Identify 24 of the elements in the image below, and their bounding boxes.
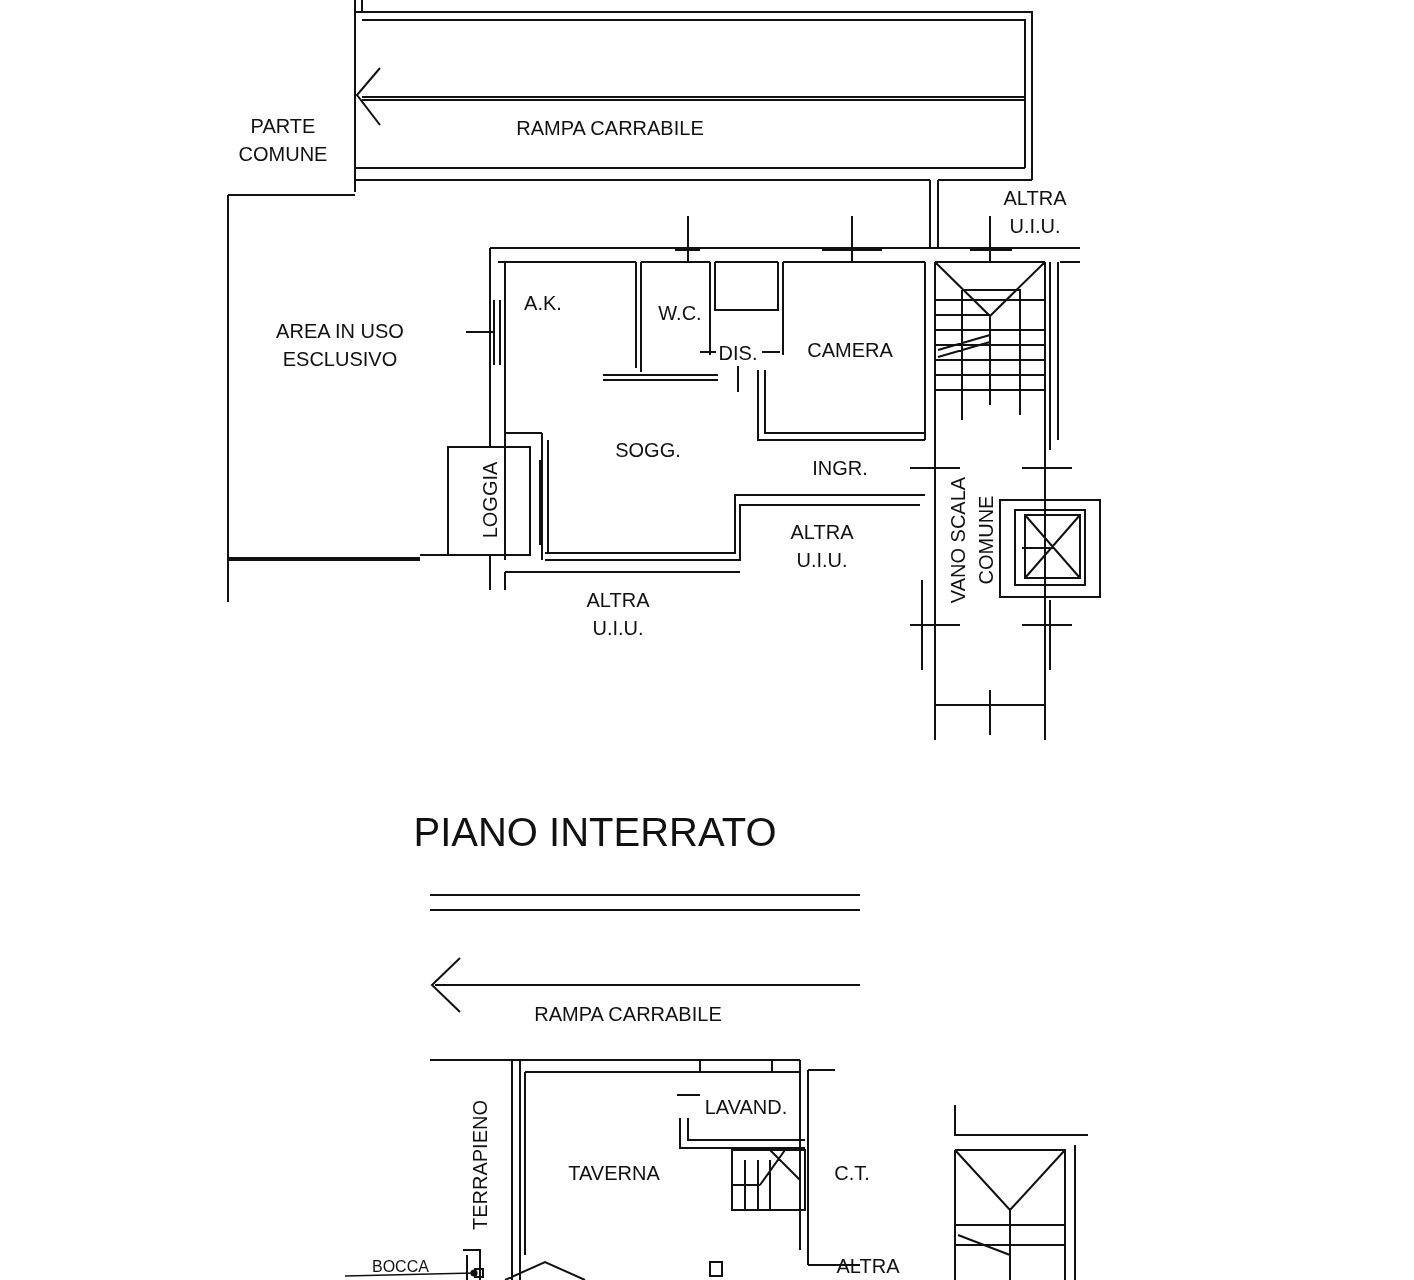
room-label: C.T. (834, 1161, 870, 1186)
text-label: ALTRA U.I.U. (1002, 186, 1068, 239)
vent-opening (474, 1268, 484, 1278)
text-label: BOCCA (372, 1258, 432, 1278)
room-label: CAMERA (807, 338, 893, 363)
text-label: ALTRA U.I.U. (789, 520, 855, 573)
text-label: ALTRA U.I.U. (585, 588, 651, 641)
leader-line (344, 1269, 478, 1277)
room-label: LOGGIA (478, 461, 502, 539)
text-label: ALTRA (836, 1254, 900, 1279)
room-label: INGR. (812, 456, 868, 481)
room-label: TAVERNA (568, 1161, 660, 1186)
room-label: SOGG. (615, 438, 681, 463)
text-label: VANO SCALA COMUNE (946, 475, 998, 606)
room-label: W.C. (658, 301, 702, 326)
room-label: DIS. (718, 341, 758, 366)
text-label: RAMPA CARRABILE (534, 1002, 722, 1027)
text-label: AREA IN USO ESCLUSIVO (275, 319, 405, 372)
text-label: RAMPA CARRABILE (516, 116, 704, 141)
text-label: TERRAPIENO (468, 1100, 492, 1230)
heading: PIANO INTERRATO (413, 809, 777, 855)
text-label: PARTE COMUNE (237, 114, 329, 167)
room-label: LAVAND. (704, 1095, 788, 1120)
room-label: A.K. (524, 291, 562, 316)
